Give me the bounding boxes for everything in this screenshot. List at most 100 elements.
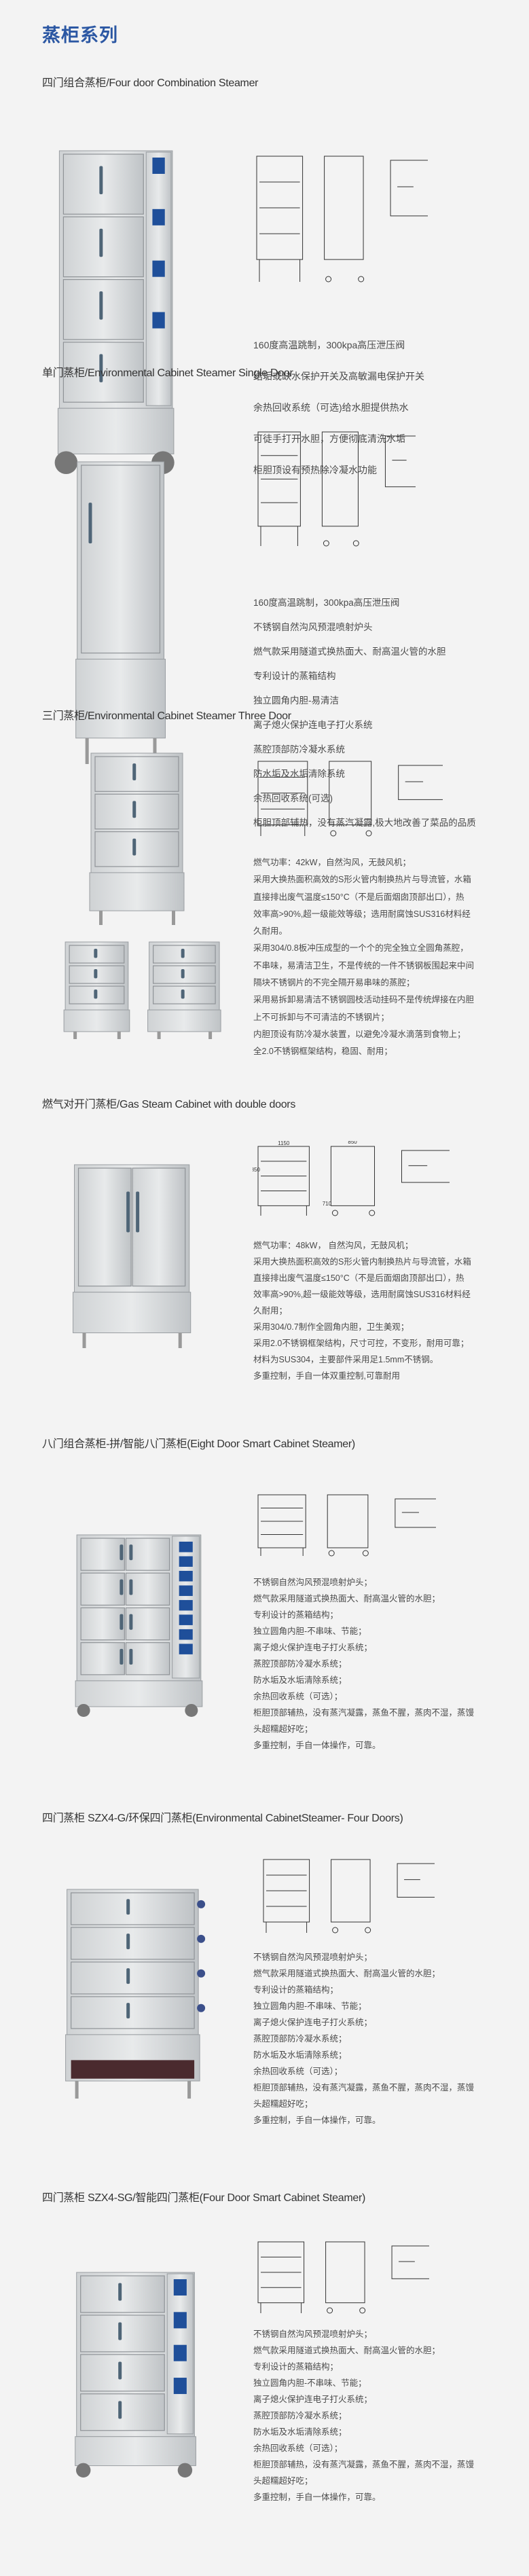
door-handle-icon	[126, 2003, 130, 2019]
feature-item: 蒸腔顶部防冷凝水系统；	[253, 2411, 347, 2420]
feature-item: 蒸腔顶部防冷凝水系统；	[253, 2034, 347, 2044]
feature-item: 多重控制，手自一体操作，可靠。	[253, 2492, 381, 2502]
feature-item: 结垢或缺水保护开关及高敏漏电保护开关	[253, 371, 424, 382]
feature-item: 燃气款采用隧道式换热面大、耐高温火管的水胆；	[253, 1969, 441, 1978]
feature-item: 直接排出废气温度≤150°C（不是后面烟囱顶部出口），热	[253, 892, 464, 902]
door-handle-icon	[94, 969, 98, 979]
door-handle-icon	[118, 2283, 122, 2301]
feature-item: 采用304/0.7制作全圆角内胆，卫生美观；	[253, 1322, 409, 1332]
control-display-icon	[173, 2312, 187, 2329]
feature-item: 不锈钢自然沟风预混喷射炉头；	[253, 1578, 373, 1587]
feature-item: 直接排出废气温度≤150°C（不是后面烟囱顶部出口），热	[253, 1273, 464, 1283]
product-photo	[71, 2271, 202, 2479]
product-title: 八门组合蒸柜-拼/智能八门蒸柜(Eight Door Smart Cabinet…	[42, 1438, 355, 1450]
door-handle-icon	[181, 969, 185, 979]
feature-item: 柜胆顶部辅热，没有蒸汽凝露，蒸鱼不腥，蒸肉不湿，蒸馒	[253, 2083, 475, 2092]
door-handle-icon	[99, 166, 103, 194]
feature-list: 燃气功率：48kW， 自然沟风，无鼓风机； 采用大换热面积高效的S形火管内制换热片…	[253, 1237, 471, 1384]
feature-item: 头超糯超好吃；	[253, 2476, 313, 2486]
door-handle-icon	[129, 1614, 133, 1630]
feature-item: 采用304/0.8板冲压成型的一个个的完全独立全圆角蒸腔，	[253, 943, 469, 954]
cabinet-base	[63, 1009, 130, 1032]
dimension-drawing	[253, 756, 446, 841]
door-handle-icon	[99, 354, 103, 382]
feature-item: 采用大换热面积高效的S形火管内制换热片与导流管，水箱	[253, 1257, 471, 1267]
control-display-icon	[173, 2378, 187, 2395]
door-handle-icon	[181, 949, 185, 958]
door-handle-icon	[99, 291, 103, 320]
feature-item: 防水垢及水垢清除系统；	[253, 2427, 347, 2437]
cabinet-door	[80, 2393, 165, 2431]
control-display-icon	[179, 1644, 193, 1654]
wheel-icon	[76, 2463, 91, 2478]
cabinet-door	[80, 1572, 125, 1606]
control-display-icon	[173, 2344, 187, 2361]
feature-item: 离子熄火保护连电子打火系统；	[253, 1643, 373, 1652]
feature-list: 不锈钢自然沟风预混喷射炉头；燃气款采用隧道式换热面大、耐高温火管的水胆；专利设计…	[253, 1949, 474, 2128]
feature-list: 160度高温跳制，300kpa高压泄压阀结垢或缺水保护开关及高敏漏电保护开关余热…	[253, 329, 424, 486]
door-handle-icon	[126, 1934, 130, 1950]
feature-item: 材料为SUS304，主要部件采用足1.5mm不锈钢。	[253, 1355, 439, 1364]
feature-list: 不锈钢自然沟风预混喷射炉头；燃气款采用隧道式换热面大、耐高温火管的水胆；专利设计…	[253, 1574, 474, 1754]
dimension-label: 1850	[253, 1167, 260, 1173]
product-photo-open	[62, 941, 132, 1040]
control-display-icon	[179, 1542, 193, 1553]
dimension-drawing	[253, 1489, 441, 1561]
product-title: 燃气对开门蒸柜/Gas Steam Cabinet with double do…	[42, 1099, 296, 1110]
control-display-icon	[152, 158, 165, 174]
dimension-label: 850	[348, 1141, 357, 1145]
cabinet-door	[80, 1607, 125, 1641]
cabinet-base	[75, 659, 166, 739]
cabinet-door	[77, 1167, 132, 1287]
door-handle-icon	[118, 2361, 122, 2380]
cabinet-door	[94, 831, 179, 867]
cabinet-door	[62, 342, 144, 403]
product-photo	[54, 149, 180, 475]
wheel-icon	[54, 451, 78, 474]
dimension-drawing	[258, 1854, 441, 1938]
cabinet-door	[71, 1892, 195, 1925]
feature-item: 可徒手打开水胆，方便彻底清洗水垢	[253, 433, 405, 444]
feature-item: 蒸腔顶部防冷凝水系统	[253, 744, 345, 755]
feature-item: 不串味，易清洁卫生，不是传统的一件不锈钢板围起来中间	[253, 960, 475, 970]
product-photo	[61, 1888, 207, 2100]
feature-item: 防水垢及水垢清除系统；	[253, 1675, 347, 1685]
feature-item: 离子熄火保护连电子打火系统	[253, 720, 373, 730]
cabinet-door	[80, 1642, 125, 1675]
product-title: 四门蒸柜 SZX4-SG/智能四门蒸柜(Four Door Smart Cabi…	[42, 2192, 366, 2204]
dimension-drawings	[257, 2241, 436, 2314]
feature-item: 160度高温跳制，300kpa高压泄压阀	[253, 598, 400, 608]
feature-item: 独立圆角内胆-不串味、节能；	[253, 2378, 367, 2388]
feature-item: 柜胆顶设有预热除冷凝水功能	[253, 465, 377, 475]
feature-item: 燃气款采用隧道式换热面大、耐高温火管的水胆	[253, 647, 446, 657]
feature-item: 多重控制，手自一体操作，可靠。	[253, 1741, 381, 1750]
door-handle-icon	[132, 801, 136, 818]
control-display-icon	[152, 312, 165, 329]
feature-item: 内胆顶设有防冷凝水装置，以避免冷凝水滴落到食物上；	[253, 1029, 466, 1039]
product-title: 单门蒸柜/Environmental Cabinet Steamer Singl…	[42, 367, 293, 379]
feature-item: 专利设计的蒸箱结构	[253, 671, 336, 681]
leg-icon	[153, 738, 157, 765]
dimension-drawings	[257, 1494, 441, 1557]
cabinet-base	[73, 1292, 191, 1334]
feature-item: 多重控制，手自一体操作，可靠。	[253, 2116, 381, 2125]
dimension-drawings	[256, 156, 435, 283]
door-handle-icon	[94, 990, 98, 999]
leg-icon	[75, 2081, 79, 2100]
leg-icon	[157, 1031, 161, 1040]
cabinet-base	[89, 872, 185, 911]
cabinet-door	[125, 1538, 170, 1571]
cabinet-door	[71, 1961, 195, 1995]
cabinet-door	[62, 153, 144, 215]
feature-item: 不锈钢自然沟风预混喷射炉头；	[253, 2329, 373, 2339]
dimension-drawing	[251, 151, 435, 287]
wheel-icon	[77, 1703, 90, 1717]
feature-item: 不锈钢自然沟风预混喷射炉头	[253, 622, 373, 632]
feature-item: 燃气功率：48kW， 自然沟风，无鼓风机；	[253, 1241, 414, 1250]
cabinet-base	[57, 407, 175, 454]
page-title: 蒸柜系列	[42, 25, 118, 46]
product-title: 四门蒸柜 SZX4-G/环保四门蒸柜(Environmental Cabinet…	[42, 1813, 403, 1824]
leg-icon	[85, 738, 89, 765]
product-photo	[73, 460, 170, 765]
control-display-icon	[179, 1556, 193, 1567]
